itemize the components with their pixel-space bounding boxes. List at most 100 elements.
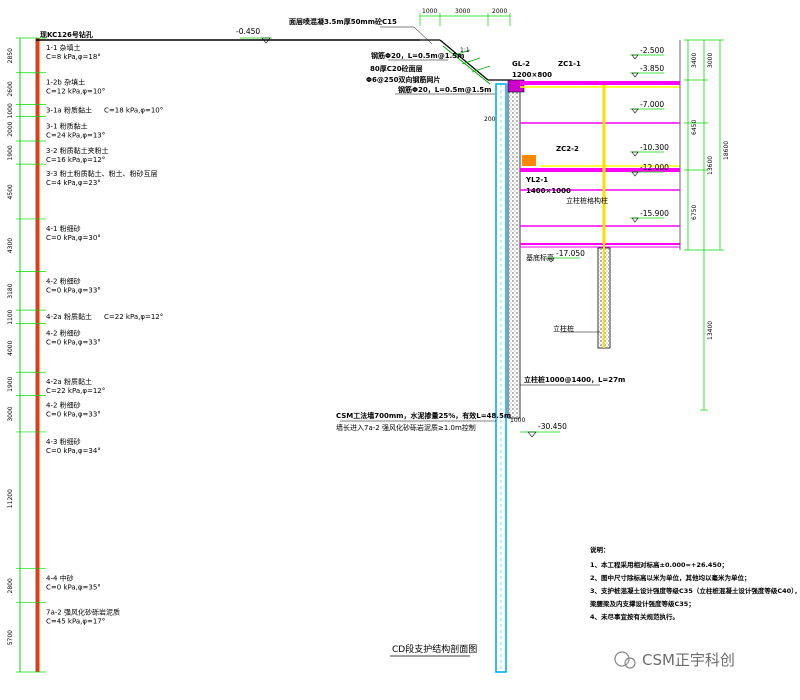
slope-mesh-label: 80厚C20砼面层 [370, 64, 423, 73]
soil-layer-name: 4-3 粉细砂 [46, 437, 81, 446]
csm-wall: GL-2 1200×800 200 1000 -30.450 CSM工法墙700… [336, 60, 567, 673]
wall-bottom-dim: 1000 [510, 417, 525, 424]
soil-layer-name: 4-2 粉细砂 [46, 329, 81, 338]
yl-size: 1400×1000 [526, 187, 571, 195]
elevation-marker [631, 54, 639, 60]
soil-layer-name: 4-2a 粉质黏土 [46, 377, 92, 386]
soil-layer-thickness: 2800 [7, 578, 14, 593]
soil-layer-thickness: 4500 [7, 184, 14, 199]
soil-layer-thickness: 1100 [7, 309, 14, 324]
column-note: 立柱桩格构柱 [566, 196, 608, 205]
waler-block [522, 155, 536, 166]
drawing-title: CD段支护结构剖面图 [390, 643, 477, 657]
slope-mesh2-label: Φ6@250双向钢筋网片 [366, 75, 440, 84]
nail-1 [451, 49, 471, 57]
soil-layer-name: 7a-2 强风化砂砾岩泥质 [46, 608, 120, 617]
soil-layer-params: C=0 kPa,φ=30° [46, 234, 101, 242]
top-elev-label: -0.450 [236, 27, 260, 36]
right-dim-1: 3400 [691, 53, 698, 68]
watermark-text: CSM正宇科创 [642, 651, 735, 669]
notes-block: 说明： 1、本工程采用相对标高±0.000=+26.450； 2、图中尺寸除标高… [589, 545, 800, 621]
elevation-marker [631, 108, 639, 114]
right-dim-6: 6750 [691, 205, 698, 220]
soil-layer-thickness: 3180 [7, 283, 14, 298]
wall-left-dim: 200 [484, 116, 496, 123]
right-dimensions: 3400 3000 6450 13600 18600 6750 13400 [684, 39, 730, 411]
note-5: 4、未尽事宜按有关规范执行。 [590, 612, 679, 621]
soil-layer-params: C=24 kPa,φ=13° [46, 132, 105, 140]
soil-layer-params: C=0 kPa,φ=33° [46, 286, 101, 294]
soil-layer-thickness: 2850 [7, 48, 14, 63]
bottom-label: 基底标高 [526, 253, 554, 262]
note-3: 3、支护桩混凝土设计强度等级C35（立柱桩混凝土设计强度等级C40），冠 [590, 586, 800, 595]
wall-bottom-elev: -30.450 [538, 422, 567, 431]
elevation-label: -3.850 [640, 64, 664, 73]
elevation-label: -15.900 [640, 209, 669, 218]
watermark: CSM正宇科创 [614, 651, 735, 669]
elevation-label: -10.300 [640, 143, 669, 152]
right-dim-3: 6450 [691, 120, 698, 135]
pile-note: 立柱桩1000@1400，L=27m [524, 375, 625, 384]
soil-layer-thickness: 5700 [7, 630, 14, 645]
soil-layer-params: C=8 kPa,φ=18° [46, 53, 101, 61]
strut-system: ZC1-1 ZC2-2 YL2-1 1400×1000 立柱桩格构柱 基底标高 … [520, 40, 681, 386]
soil-layer-thickness: 2600 [7, 81, 14, 96]
elevation-label: -2.500 [640, 46, 664, 55]
slope-ratio: 1:1 [460, 47, 470, 54]
elevation-label: -7.000 [640, 100, 664, 109]
nail-2 [461, 57, 481, 65]
elevation-marker [547, 257, 555, 263]
elevation-label: -17.050 [556, 249, 585, 258]
soil-layer-name: 1-2b 杂填土 [46, 78, 85, 87]
soil-layer-thickness: 11200 [7, 489, 14, 508]
soil-layer-params: C=18 kPa,φ=10° [104, 107, 163, 115]
elevation-marker [631, 151, 639, 157]
soil-layer-name: 4-2 粉细砂 [46, 276, 81, 285]
soil-layer-name: 4-2a 粉质黏土 [46, 312, 92, 321]
elevation-marker [631, 72, 639, 78]
soil-layer-thickness: 1900 [7, 376, 14, 391]
soil-layer-name: 3-3 粉土粉质黏土、粉土、粉砂互层 [46, 169, 158, 178]
drawing-title-text: CD段支护结构剖面图 [392, 643, 477, 655]
crown-beam-size: 1200×800 [512, 71, 552, 79]
soil-layer-params: C=0 kPa,φ=33° [46, 339, 101, 347]
right-dim-7: 13400 [707, 321, 714, 340]
ground-surface: -0.450 [36, 27, 420, 44]
soil-layer-thickness: 2000 [7, 121, 14, 136]
elevation-marker [631, 171, 639, 177]
crown-beam-label: GL-2 [512, 60, 530, 68]
soil-layer-thickness: 1900 [7, 145, 14, 160]
soil-layer-params: C=16 kPa,φ=12° [46, 156, 105, 164]
note-4: 梁腰梁及内支撑设计强度等级C35； [589, 599, 695, 608]
slope-mesh-line [442, 45, 491, 85]
note-1: 1、本工程采用相对标高±0.000=+26.450； [590, 560, 728, 569]
note-2: 2、图中尺寸除标高以米为单位，其他均以毫米为单位； [590, 573, 751, 582]
soil-layer-thickness: 4300 [7, 238, 14, 253]
nail-3 [471, 65, 491, 73]
slope-berm: 1:1 1000 3000 2000 面层喷混凝3.5m厚50mm砼C15 钢筋… [289, 8, 512, 95]
strut-zc1-label: ZC1-1 [558, 60, 581, 68]
soil-layer-thickness: 3000 [7, 406, 14, 421]
slope-nail-lower-label: 钢筋Φ20，L=0.5m@1.5m [398, 85, 491, 94]
slope-nail-upper-label: 钢筋Φ20，L=0.5m@1.5m [371, 51, 464, 60]
top-elev-marker [261, 37, 271, 44]
soil-layer-name: 4-4 中砂 [46, 573, 74, 582]
soil-layer-name: 4-2 粉细砂 [46, 400, 81, 409]
elevation-label: -12.000 [640, 163, 669, 172]
pile-label: 立柱桩 [553, 324, 574, 333]
soil-layer-name: 3-1a 粉质黏土 [46, 106, 92, 115]
elevation-marker [631, 217, 639, 223]
soil-layer-params: C=0 kPa,φ=33° [46, 410, 101, 418]
slope-line [439, 39, 489, 81]
soil-column-top-label: 现KC126号钻孔 [40, 30, 93, 39]
soil-layer-thickness: 1000 [7, 103, 14, 118]
csm-note: CSM工法墙700mm，水泥掺量25%，有效L=48.5m [336, 411, 511, 420]
wechat-icon [614, 651, 630, 667]
right-dim-2: 3000 [707, 53, 714, 68]
berm-dim-2: 3000 [455, 8, 470, 15]
right-dim-4: 13600 [707, 156, 714, 175]
soil-layer-params: C=4 kPa,φ=23° [46, 179, 101, 187]
yl-label: YL2-1 [525, 176, 548, 184]
